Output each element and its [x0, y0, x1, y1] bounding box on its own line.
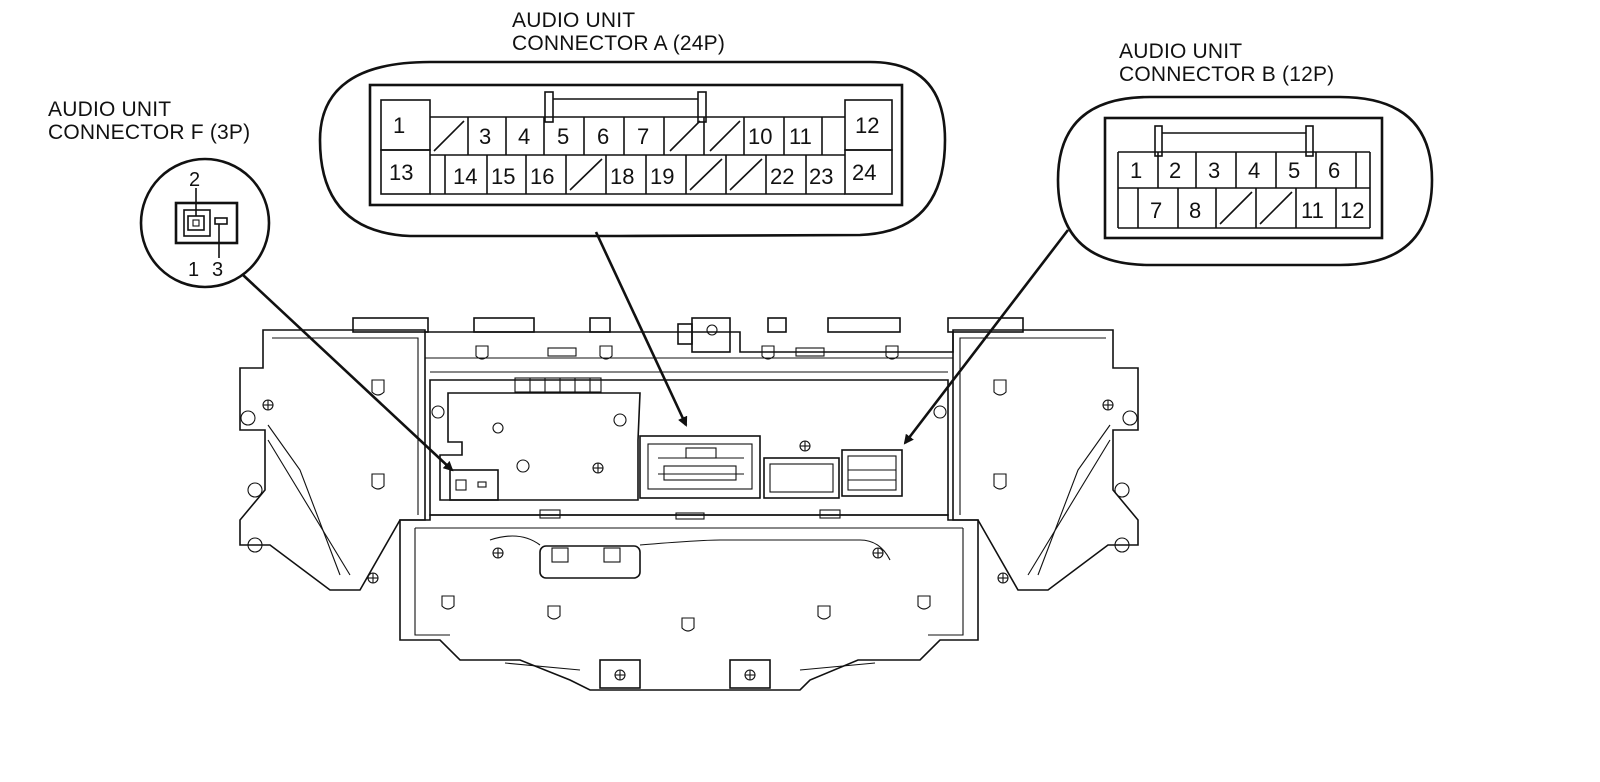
connector-a-bubble: [318, 60, 947, 238]
pin-f-3: 3: [212, 259, 223, 281]
pin-b-3: 3: [1208, 158, 1220, 183]
pin-b-4: 4: [1248, 158, 1260, 183]
pin-b-7: 7: [1150, 198, 1162, 223]
connector-b-label: AUDIO UNIT CONNECTOR B (12P): [1119, 40, 1334, 86]
pin-a-3: 3: [479, 124, 491, 149]
connector-a-label: AUDIO UNIT CONNECTOR A (24P): [512, 9, 725, 55]
pin-a-12: 12: [855, 113, 879, 138]
pin-a-6: 6: [597, 124, 609, 149]
connector-b-label-line2: CONNECTOR B (12P): [1119, 63, 1335, 86]
leader-arrow-b: [903, 229, 1070, 445]
connector-a-label-line1: AUDIO UNIT: [512, 9, 636, 32]
pin-a-19: 19: [650, 164, 674, 189]
connector-f-label: AUDIO UNIT CONNECTOR F (3P): [48, 98, 250, 144]
pin-a-5: 5: [557, 124, 569, 149]
pin-b-12: 12: [1340, 198, 1364, 223]
pin-f-1: 1: [188, 259, 199, 281]
audio-unit-body: [239, 317, 1139, 691]
pin-a-13: 13: [389, 160, 413, 185]
leader-arrow-a: [594, 231, 688, 427]
pin-a-11: 11: [789, 124, 812, 149]
connector-a-label-line2: CONNECTOR A (24P): [512, 32, 726, 55]
pin-a-22: 22: [770, 164, 794, 189]
pin-b-5: 5: [1288, 158, 1300, 183]
pin-f-2: 2: [189, 169, 200, 191]
pin-a-1: 1: [393, 113, 405, 138]
leader-arrows: [242, 229, 1070, 472]
pin-a-23: 23: [809, 164, 833, 189]
pin-b-1: 1: [1130, 158, 1142, 183]
pin-a-18: 18: [610, 164, 634, 189]
leader-arrow-f: [242, 274, 454, 472]
connector-b-face: 1 2 3 4 5 6 7 8 11 12: [1103, 116, 1384, 240]
pin-a-7: 7: [637, 124, 649, 149]
pin-a-15: 15: [491, 164, 515, 189]
connector-b-label-line1: AUDIO UNIT: [1119, 40, 1243, 63]
pin-b-2: 2: [1169, 158, 1181, 183]
connector-f-label-line1: AUDIO UNIT: [48, 98, 172, 121]
pin-a-24: 24: [852, 160, 876, 185]
pin-a-14: 14: [453, 164, 477, 189]
connector-f-bubble: 2 1 3: [139, 157, 271, 289]
pin-b-8: 8: [1189, 198, 1201, 223]
connector-f-label-line2: CONNECTOR F (3P): [48, 121, 251, 144]
connector-b-bubble: [1056, 95, 1434, 267]
connector-a-face: 1 3 4 5 6 7 10 11 12 13 14 15 16 18 19 2…: [368, 83, 904, 207]
pin-a-10: 10: [748, 124, 772, 149]
pin-a-4: 4: [518, 124, 530, 149]
pin-a-16: 16: [530, 164, 554, 189]
pin-b-6: 6: [1328, 158, 1340, 183]
pin-b-11: 11: [1301, 198, 1324, 223]
